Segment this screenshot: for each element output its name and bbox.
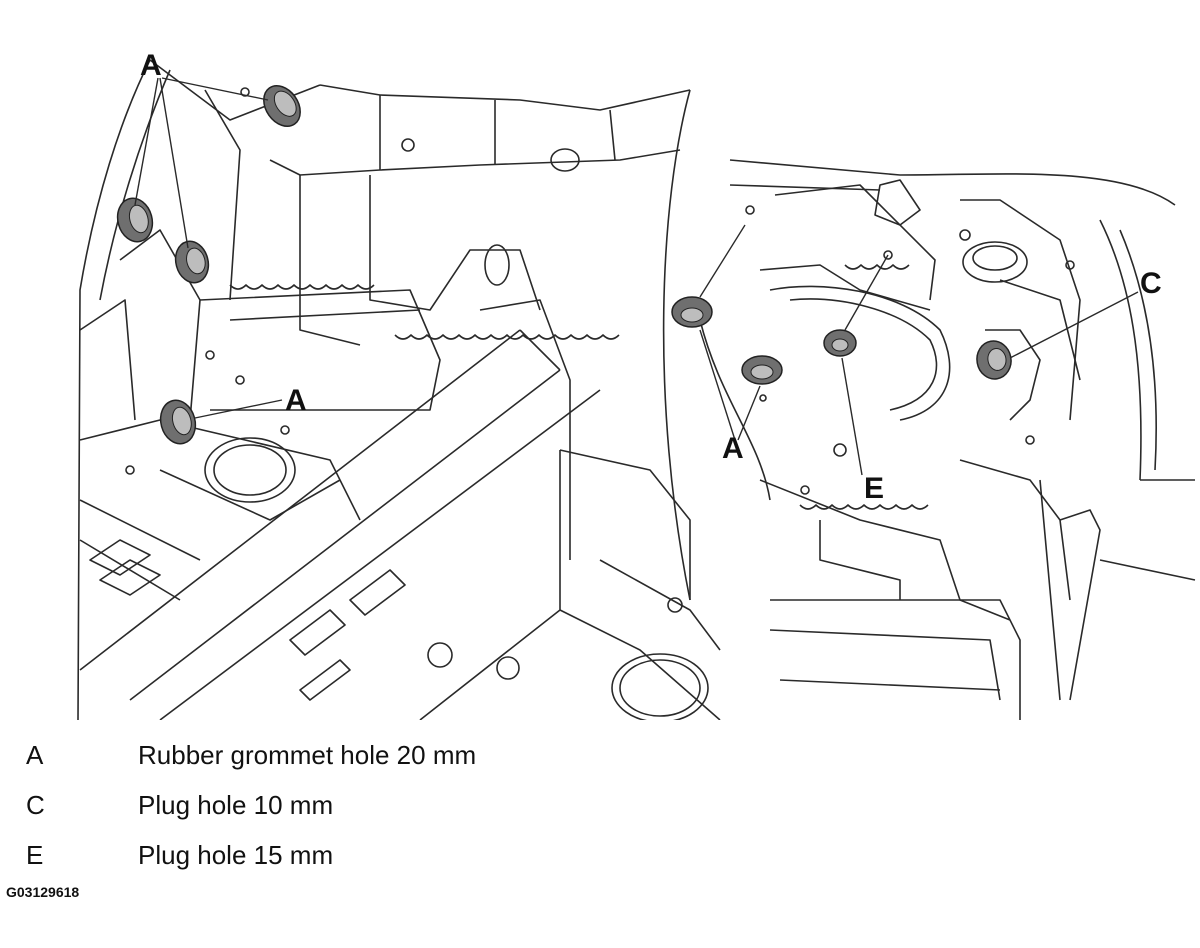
left-view-leaders <box>134 77 283 419</box>
figure-id: G03129618 <box>6 884 80 900</box>
plug-c <box>976 340 1012 380</box>
callout-a-center-left: A <box>285 384 307 417</box>
left-view-linework <box>77 59 721 720</box>
legend-text-a: Rubber grommet hole 20 mm <box>138 740 477 770</box>
legend-key-a: A <box>26 740 44 770</box>
right-view-grommets <box>671 296 1012 385</box>
body-panel-drawing: A A A C E <box>77 49 1196 720</box>
callout-a-right: A <box>722 432 744 465</box>
legend-text-c: Plug hole 10 mm <box>138 790 334 820</box>
right-view-leaders <box>699 224 1139 476</box>
left-view-grommets <box>116 85 301 445</box>
grommet-a-right-2 <box>741 355 783 385</box>
legend-key-e: E <box>26 840 44 870</box>
grommet-a-left-3 <box>174 240 210 284</box>
callout-c: C <box>1140 267 1162 300</box>
grommet-a-left-4 <box>159 399 197 445</box>
right-view-holes <box>745 205 1075 495</box>
callout-e: E <box>864 472 884 505</box>
right-view-linework <box>699 159 1196 720</box>
grommet-a-left-2 <box>116 197 154 243</box>
plug-e <box>823 329 857 357</box>
legend-key-c: C <box>26 790 45 820</box>
left-view-holes <box>125 87 709 720</box>
callout-a-top-left: A <box>140 49 162 82</box>
legend-text-e: Plug hole 15 mm <box>138 840 334 870</box>
grommet-a-left-1 <box>263 85 301 127</box>
grommet-a-right-1 <box>671 296 713 328</box>
